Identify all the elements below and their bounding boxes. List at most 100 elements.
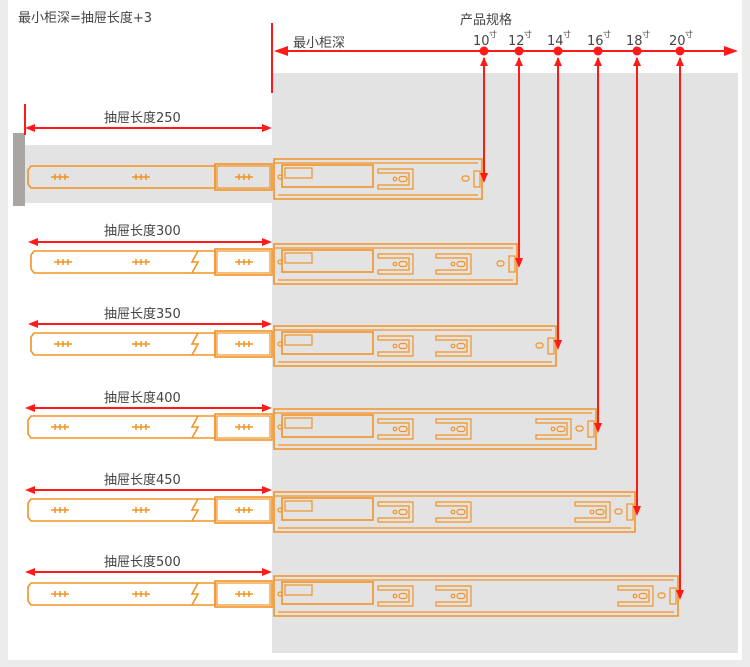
- end-oval-hole: [575, 425, 584, 432]
- dimension-arrow-right: [262, 404, 272, 412]
- length-break-mark: [190, 250, 200, 274]
- end-stop: [508, 255, 516, 273]
- dimension-arrow-left: [28, 238, 38, 246]
- slot-oval: [398, 260, 408, 268]
- mounting-slot: [377, 585, 414, 607]
- dimension-arrow-right: [262, 238, 272, 246]
- length-break-mark: [190, 415, 200, 439]
- size-dot-18: [632, 46, 642, 56]
- end-oval-hole: [496, 260, 505, 267]
- size-unit-18: 寸: [642, 29, 650, 39]
- size-pointer-arrow-up: [594, 57, 602, 66]
- spec-title: 产品规格: [460, 12, 512, 28]
- end-oval-hole: [461, 175, 470, 182]
- length-break-mark: [190, 582, 200, 606]
- end-stop: [587, 420, 595, 438]
- size-unit-14: 寸: [563, 29, 571, 39]
- min-depth-label: 最小柜深: [293, 36, 345, 51]
- size-unit-10: 寸: [489, 29, 497, 39]
- rail-connector-inner: [216, 498, 271, 522]
- rail-connector: [214, 580, 273, 608]
- slot-oval: [398, 592, 408, 600]
- end-stop: [669, 587, 677, 605]
- outer-rail: [273, 491, 636, 533]
- drawer-length-label: 抽屉长度250: [104, 110, 181, 126]
- size-pointer-arrow-up: [554, 57, 562, 66]
- end-stop: [626, 503, 634, 521]
- rail-row-400: 抽屉长度400: [25, 57, 602, 450]
- slot-oval: [595, 508, 605, 516]
- size-dot-10: [479, 46, 489, 56]
- slot-oval: [398, 342, 408, 350]
- size-pointer-arrow-up: [480, 57, 488, 66]
- rail-connector: [214, 496, 273, 524]
- end-oval-hole: [614, 508, 623, 515]
- size-label-10: 10: [473, 34, 490, 49]
- rail-row-250: 抽屉长度250: [24, 57, 488, 200]
- dimension-arrow-right: [262, 568, 272, 576]
- mounting-slot: [377, 501, 414, 523]
- rail-row-350: 抽屉长度350: [28, 57, 562, 367]
- slot-oval: [556, 425, 566, 433]
- slot-oval: [398, 425, 408, 433]
- rail-hole: [277, 591, 283, 597]
- size-label-14: 14: [547, 34, 564, 49]
- size-label-18: 18: [626, 34, 643, 49]
- length-break-mark: [190, 498, 200, 522]
- size-pointer-arrow-up: [633, 57, 641, 66]
- slot-oval: [638, 592, 648, 600]
- end-stop: [473, 170, 481, 188]
- axis-arrow-right: [724, 46, 738, 56]
- mounting-slot: [535, 418, 572, 440]
- rail-connector-inner: [216, 332, 271, 356]
- rail-connector-inner: [216, 415, 271, 439]
- size-pointer-arrow-down: [676, 590, 684, 600]
- size-pointer-arrow-down: [594, 423, 602, 433]
- drawer-length-label: 抽屉长度500: [104, 554, 181, 570]
- mounting-slot: [435, 585, 472, 607]
- size-unit-16: 寸: [603, 29, 611, 39]
- slot-hole: [392, 343, 398, 349]
- rail-hole: [277, 259, 283, 265]
- slot-oval: [456, 342, 466, 350]
- slot-hole: [450, 426, 456, 432]
- length-break-mark: [190, 332, 200, 356]
- cabinet-wall: [13, 133, 25, 206]
- dimension-arrow-left: [25, 404, 35, 412]
- cabinet-area: [272, 73, 738, 653]
- slot-hole: [450, 509, 456, 515]
- size-label-20: 20: [669, 34, 686, 49]
- slot-oval: [398, 175, 408, 183]
- slot-hole: [392, 509, 398, 515]
- carriage-clip: [284, 252, 313, 264]
- first-row-band: [25, 145, 272, 203]
- drawer-length-label: 抽屉长度450: [104, 472, 181, 488]
- size-pointer-arrow-down: [554, 340, 562, 350]
- mounting-slot: [377, 418, 414, 440]
- rail-row-300: 抽屉长度300: [28, 57, 523, 285]
- dimension-arrow-right: [262, 320, 272, 328]
- dimension-arrow-left: [28, 320, 38, 328]
- mounting-slot: [435, 501, 472, 523]
- outer-rail: [273, 158, 483, 200]
- end-oval-hole: [657, 592, 666, 599]
- size-pointer-arrow-up: [676, 57, 684, 66]
- outer-rail: [273, 243, 518, 285]
- slot-oval: [456, 508, 466, 516]
- rail-connector-inner: [216, 165, 271, 189]
- mounting-slot: [435, 335, 472, 357]
- rail-connector: [214, 248, 273, 276]
- rail-connector: [214, 163, 273, 191]
- carriage-clip: [284, 334, 313, 346]
- slot-oval: [456, 425, 466, 433]
- carriage-clip: [284, 584, 313, 596]
- end-stop: [547, 337, 555, 355]
- mounting-slot: [435, 253, 472, 275]
- rail-hole: [277, 424, 283, 430]
- dimension-arrow-left: [25, 124, 35, 132]
- rail-hole: [277, 174, 283, 180]
- rail-connector: [214, 413, 273, 441]
